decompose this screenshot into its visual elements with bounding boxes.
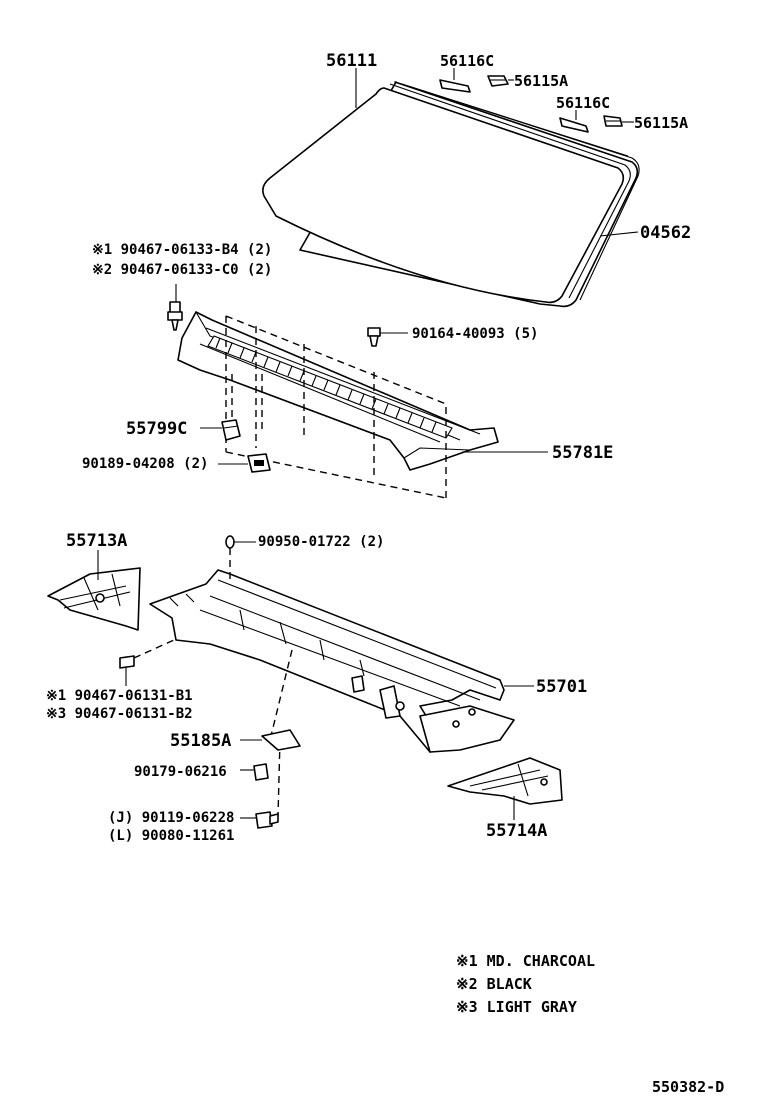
callout-56115a-upper: 56115A — [514, 72, 568, 90]
screw-90164-40093[interactable] — [367, 327, 381, 347]
callout-90119-06228: (J) 90119-06228 — [108, 810, 234, 826]
callout-56116c-lower: 56116C — [556, 94, 610, 112]
nut-90189-04208[interactable] — [247, 453, 271, 473]
callout-90189-04208: 90189-04208 (2) — [82, 456, 208, 472]
leader-04562 — [599, 231, 639, 237]
callout-56116c-upper: 56116C — [440, 52, 494, 70]
callout-90467-06131-b1: ※1 90467-06131-B1 — [46, 688, 193, 704]
windshield-glass[interactable] — [262, 81, 639, 308]
callout-90467-06133-c0: ※2 90467-06133-C0 (2) — [92, 262, 272, 278]
callout-90179-06216: 90179-06216 — [134, 764, 227, 780]
callout-55713a: 55713A — [66, 531, 127, 551]
clip-90179-06216[interactable] — [253, 763, 269, 781]
louver-clip-guides — [225, 315, 447, 499]
callout-90080-11261: (L) 90080-11261 — [108, 828, 234, 844]
color-legend: ※1 MD. CHARCOAL ※2 BLACK ※3 LIGHT GRAY — [456, 952, 595, 1016]
callout-56111: 56111 — [326, 51, 377, 71]
bracket-55714a[interactable] — [447, 757, 563, 805]
legend-item-1: ※1 MD. CHARCOAL — [456, 952, 595, 970]
spacer-56115a-upper[interactable] — [487, 75, 509, 87]
cowl-louver[interactable] — [177, 311, 499, 471]
clip-55799c[interactable] — [221, 419, 241, 441]
guide-90467-06131 — [133, 639, 175, 659]
stopper-56116c-upper[interactable] — [439, 79, 471, 93]
guide-55185a — [269, 649, 293, 817]
callout-04562: 04562 — [640, 223, 691, 243]
spacer-56115a-lower[interactable] — [603, 115, 623, 127]
screw-90467-06131[interactable] — [119, 655, 135, 669]
callout-90467-06131-b2: ※3 90467-06131-B2 — [46, 706, 193, 722]
bracket-55185a[interactable] — [261, 729, 301, 751]
stopper-56116c-lower[interactable] — [559, 117, 589, 133]
windshield-weatherstrip[interactable] — [401, 83, 640, 301]
callout-55714a: 55714A — [486, 821, 547, 841]
callout-90164-40093: 90164-40093 (5) — [412, 326, 538, 342]
callout-55185a: 55185A — [170, 731, 231, 751]
pin-90950-01722[interactable] — [225, 535, 235, 549]
callout-55799c: 55799C — [126, 419, 187, 439]
legend-item-3: ※3 LIGHT GRAY — [456, 998, 577, 1016]
callout-55781e: 55781E — [552, 443, 613, 463]
cowl-panel[interactable] — [149, 569, 515, 753]
callout-55701: 55701 — [536, 677, 587, 697]
diagram-code: 550382-D — [652, 1078, 724, 1096]
callout-90467-06133-b4: ※1 90467-06133-B4 (2) — [92, 242, 272, 258]
callout-56115a-lower: 56115A — [634, 114, 688, 132]
bolt-90119-90080[interactable] — [255, 811, 279, 829]
screw-90467-06133[interactable] — [167, 301, 183, 331]
callout-90950-01722: 90950-01722 (2) — [258, 534, 384, 550]
legend-item-2: ※2 BLACK — [456, 975, 532, 993]
bracket-55713a[interactable] — [47, 567, 141, 631]
louver-slats — [207, 335, 453, 439]
